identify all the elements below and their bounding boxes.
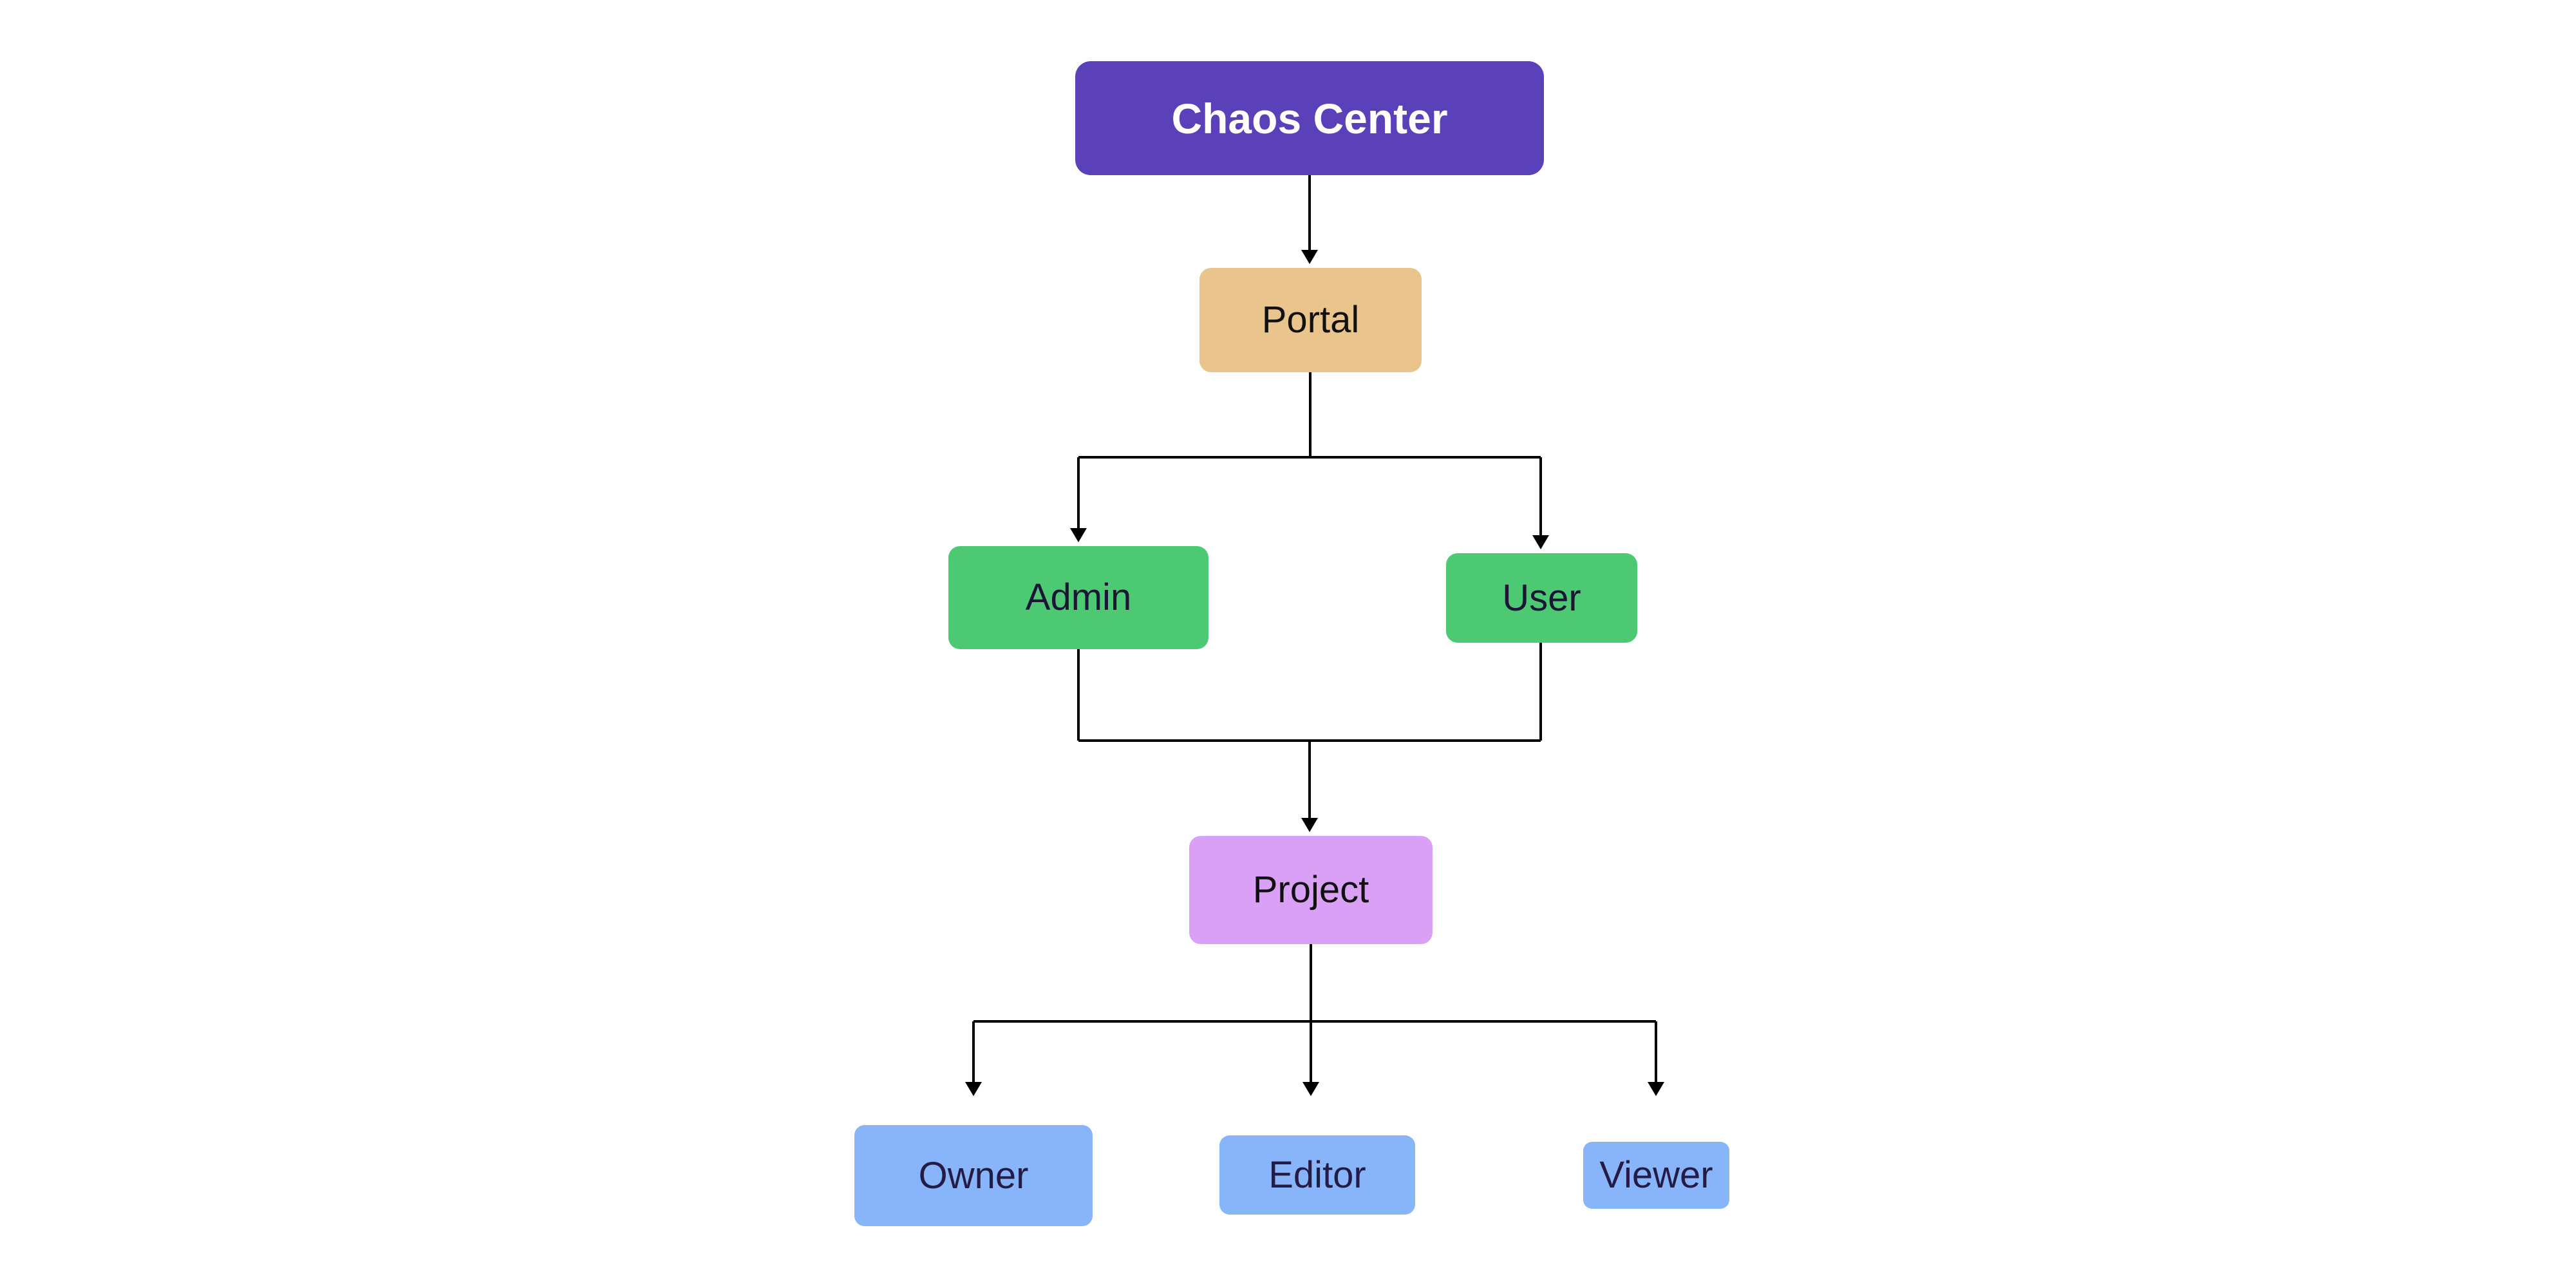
node-owner-label: Owner bbox=[918, 1154, 1029, 1197]
node-editor-label: Editor bbox=[1268, 1153, 1366, 1196]
node-project-label: Project bbox=[1252, 869, 1369, 911]
node-user-label: User bbox=[1502, 576, 1581, 619]
node-user: User bbox=[1446, 553, 1637, 643]
edge-chaos-center-to-portal bbox=[1301, 175, 1318, 264]
node-portal-label: Portal bbox=[1261, 299, 1360, 341]
node-viewer-label: Viewer bbox=[1599, 1154, 1713, 1196]
node-chaos-center-label: Chaos Center bbox=[1171, 94, 1448, 142]
node-editor: Editor bbox=[1219, 1135, 1415, 1215]
node-chaos-center: Chaos Center bbox=[1075, 61, 1544, 175]
node-admin-label: Admin bbox=[1025, 576, 1132, 618]
node-project: Project bbox=[1189, 836, 1433, 944]
edge-project-to-roles bbox=[965, 944, 1664, 1096]
node-owner: Owner bbox=[854, 1125, 1093, 1226]
edge-admin-user-to-project bbox=[1077, 643, 1542, 832]
node-admin: Admin bbox=[948, 546, 1208, 649]
node-portal: Portal bbox=[1199, 268, 1422, 372]
node-viewer: Viewer bbox=[1583, 1142, 1729, 1209]
edge-portal-to-admin-user bbox=[1070, 372, 1549, 549]
